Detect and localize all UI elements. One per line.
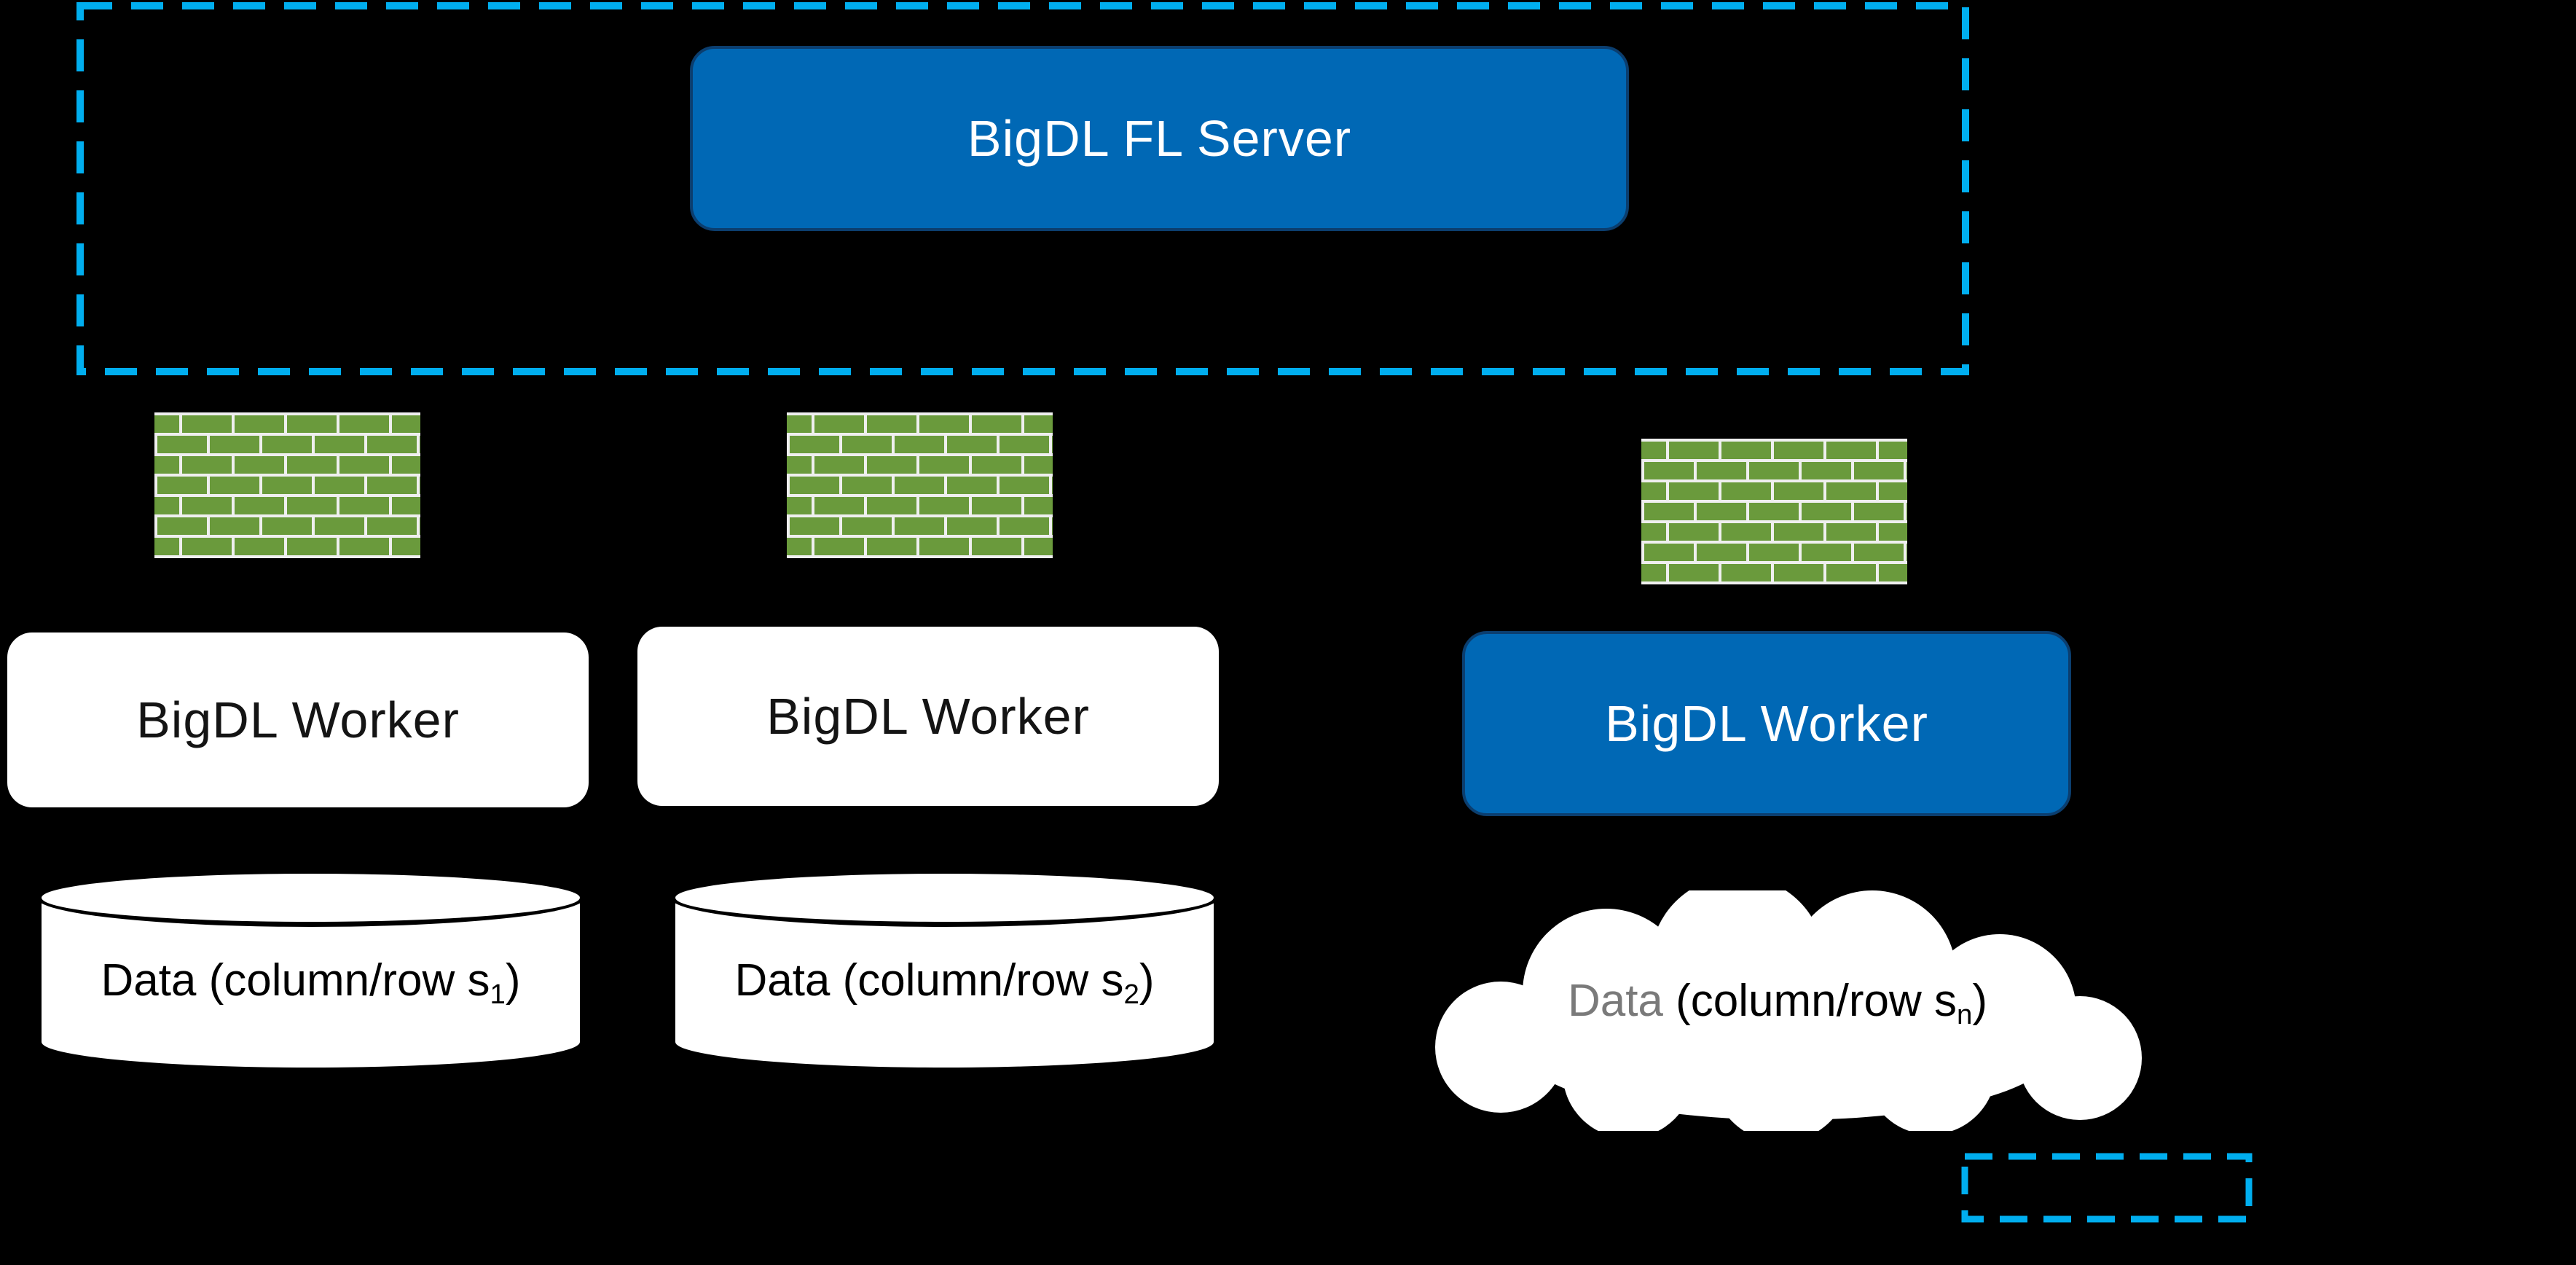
data-label: Data (column/row s2) — [670, 955, 1219, 1011]
cylinder-top — [36, 869, 585, 927]
cylinder-body — [36, 898, 585, 1073]
worker-node-3: BigDL Worker — [1462, 631, 2071, 816]
cylinder-top — [670, 869, 1219, 927]
data-label-suffix: ) — [1972, 976, 1988, 1026]
firewall-icon — [1641, 439, 1907, 584]
brick-wall — [1641, 439, 1907, 584]
legend-dashed-box — [1961, 1153, 2253, 1223]
data-cylinder-2: Data (column/row s2) — [670, 869, 1219, 1073]
data-cylinder-1: Data (column/row s1) — [36, 869, 585, 1073]
legend-dashed-rect — [1961, 1153, 2253, 1223]
data-label-text: Data (column/row s — [734, 955, 1124, 1006]
data-label-suffix: ) — [1139, 955, 1155, 1006]
data-cloud: Data (column/row sn) — [1388, 890, 2167, 1131]
dashed-boundary-rect — [76, 2, 1969, 375]
fl-server-label: BigDL FL Server — [967, 110, 1352, 167]
data-label: Data (column/row s1) — [36, 955, 585, 1011]
firewall-icon — [787, 412, 1053, 558]
worker-label: BigDL Worker — [766, 688, 1090, 745]
worker-label: BigDL Worker — [1605, 695, 1928, 752]
brick-wall — [787, 412, 1053, 558]
data-label-subscript: n — [1957, 998, 1973, 1030]
data-label-suffix: ) — [505, 955, 521, 1006]
data-label: Data (column/row sn) — [1388, 975, 2167, 1031]
data-label-text: Data (column/row s — [101, 955, 490, 1006]
fl-server-node: BigDL FL Server — [690, 46, 1629, 231]
data-label-text: (column/row s — [1662, 976, 1957, 1026]
data-word: Data — [1567, 976, 1663, 1026]
server-trust-boundary-dashed-box — [76, 2, 1969, 375]
worker-node-2: BigDL Worker — [637, 627, 1219, 806]
brick-wall — [154, 412, 420, 558]
firewall-icon — [154, 412, 420, 558]
worker-node-1: BigDL Worker — [7, 632, 589, 807]
worker-label: BigDL Worker — [136, 692, 460, 748]
cloud-icon — [1435, 890, 2142, 1131]
cylinder-body — [670, 898, 1219, 1073]
data-label-subscript: 2 — [1123, 978, 1139, 1010]
data-label-subscript: 1 — [490, 978, 506, 1010]
